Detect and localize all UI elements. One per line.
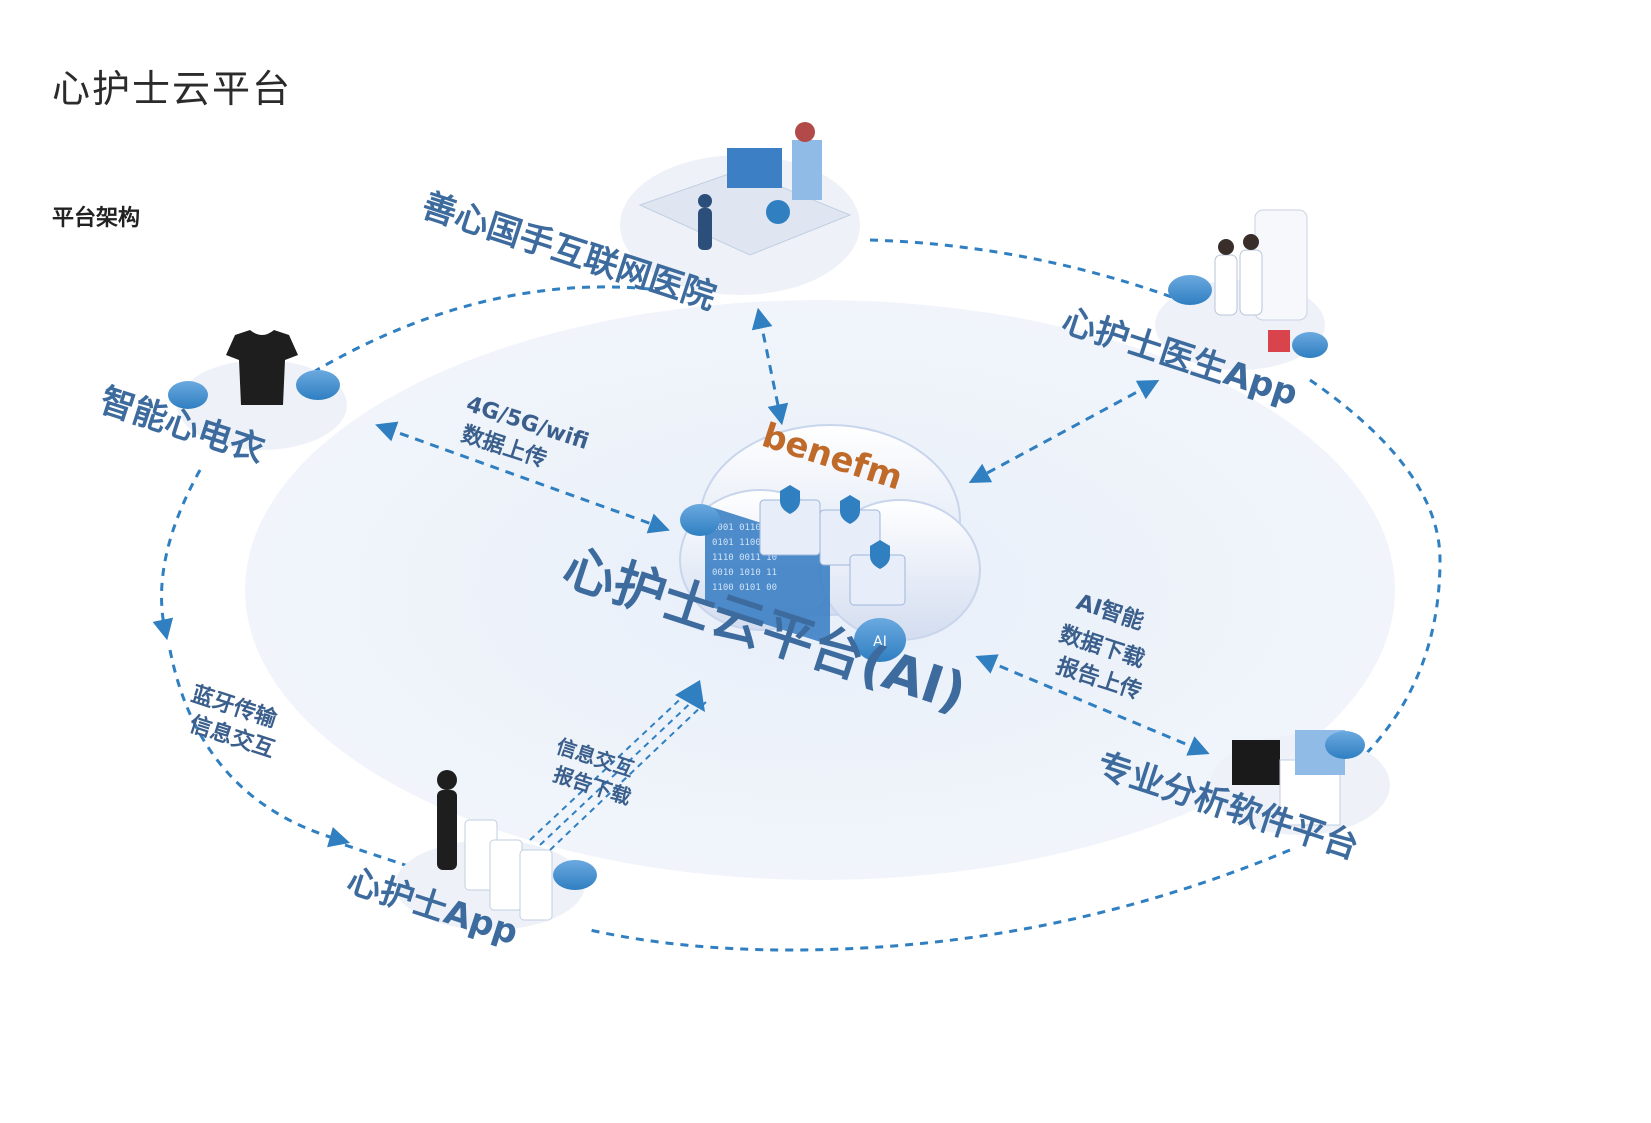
outer-orbit: [1309, 378, 1442, 762]
shirt-icon: [226, 330, 298, 405]
person-icon: [437, 790, 457, 870]
svg-text:1100 0101 00: 1100 0101 00: [712, 583, 777, 593]
cloud-icon: [1292, 332, 1328, 358]
laptop-icon: [1232, 740, 1280, 785]
cloud-icon: [296, 370, 340, 400]
small-cloud-icon: [680, 504, 720, 536]
link-label-bluetooth: 蓝牙传输 信息交互: [186, 681, 281, 763]
cloud-platform-illustration: 1001 0110 10 0101 1100 01 1110 0011 10 0…: [679, 424, 981, 662]
link-app-cloud: [529, 680, 707, 851]
phone-icon: [1254, 209, 1308, 321]
svg-text:0101 1100 01: 0101 1100 01: [712, 538, 777, 548]
link-doctor-cloud: [968, 380, 1160, 483]
server-stack-icon: [759, 485, 906, 606]
seal-icon: [795, 122, 815, 142]
outer-orbit-left: [168, 649, 351, 848]
ai-badge-text: AI: [873, 634, 887, 650]
outer-orbit: [869, 238, 1181, 302]
cloud-icon: [1168, 275, 1212, 305]
link-hospital-cloud: [751, 307, 789, 426]
monitor-icon: [727, 148, 782, 188]
svg-text:0010 1010 11: 0010 1010 11: [712, 568, 777, 578]
node-doctor-app: [1155, 209, 1328, 370]
svg-text:1110 0011 10: 1110 0011 10: [712, 553, 777, 563]
section-label: 平台架构: [52, 206, 141, 231]
node-analysis-platform: [1210, 730, 1390, 835]
node-nurse-app: [395, 770, 597, 930]
medical-cross-icon: [1268, 330, 1290, 352]
link-shirt-cloud: [375, 421, 670, 534]
cloud-icon: [553, 860, 597, 890]
cloud-icon: [168, 381, 208, 409]
node-hospital: [620, 122, 860, 295]
server-icon: [792, 140, 822, 200]
node-ecg-shirt: [168, 330, 347, 450]
check-shield-icon: [766, 200, 790, 224]
svg-text:1001 0110 10: 1001 0110 10: [712, 523, 777, 533]
ai-badge-icon: AI: [854, 618, 906, 662]
outer-orbit-left: [152, 469, 202, 641]
doctor-icon: [1214, 254, 1238, 316]
cloud-icon: [1325, 731, 1365, 759]
page-title: 心护士云平台: [52, 67, 293, 111]
person-icon: [698, 208, 712, 250]
outer-orbit: [299, 285, 661, 382]
link-analysis-cloud: [975, 654, 1210, 756]
